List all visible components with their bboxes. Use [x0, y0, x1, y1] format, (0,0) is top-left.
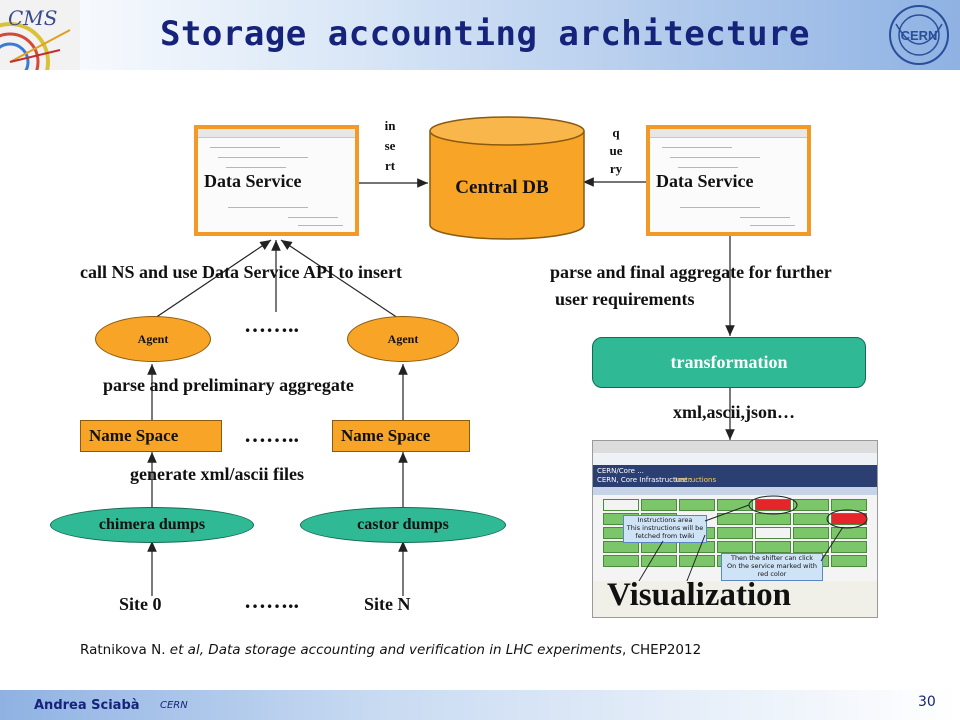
call-ns-label: call NS and use Data Service API to inse… [80, 262, 402, 282]
data-service-left-label: Data Service [204, 171, 302, 191]
vis-callout-instructions: Instructions area This instructions will… [623, 515, 707, 543]
agent-right: Agent [347, 316, 459, 362]
citation: Ratnikova N. et al, Data storage account… [80, 642, 701, 658]
chimera-dumps: chimera dumps [50, 507, 254, 543]
transformation-box: transformation [592, 337, 866, 388]
citation-authors: Ratnikova N. [80, 642, 170, 658]
visualization-label: Visualization [607, 577, 791, 613]
parse-final-label-1: parse and final aggregate for further [550, 262, 832, 282]
citation-title: et al, Data storage accounting and verif… [169, 642, 622, 658]
cern-logo-text: CERN [901, 28, 938, 43]
data-service-left: Data Service [194, 125, 359, 236]
citation-venue: , CHEP2012 [622, 642, 702, 658]
name-space-left: Name Space [80, 420, 222, 452]
data-service-right: Data Service [646, 125, 811, 236]
parse-final-label-2: user requirements [555, 289, 695, 309]
header-bar [0, 0, 960, 70]
cms-logo: CMS [0, 0, 80, 70]
data-service-right-label: Data Service [656, 171, 754, 191]
agent-right-arrow [280, 239, 399, 319]
dots-sites: …….. [244, 588, 299, 613]
agent-left-arrow [154, 239, 272, 319]
vis-tab-strip [593, 487, 877, 495]
generate-label: generate xml/ascii files [130, 464, 304, 484]
window-menubar [650, 129, 807, 138]
insert-label: in se rt [384, 118, 396, 173]
formats-label: xml,ascii,json… [673, 402, 796, 422]
footer-bar [0, 690, 960, 720]
cms-logo-text: CMS [8, 6, 58, 30]
dots-namespace: …….. [244, 422, 299, 447]
window-menubar [198, 129, 355, 138]
cern-logo: CERN [889, 5, 949, 65]
footer-affiliation: CERN [160, 700, 188, 711]
dots-agents: …….. [244, 312, 299, 337]
visualization-screenshot: CERN/Core ... CERN, Core Infrastructure … [592, 440, 878, 618]
central-db: Central DB [429, 116, 585, 240]
query-label: q ue ry [609, 125, 623, 176]
agent-left: Agent [95, 316, 211, 362]
page-number: 30 [918, 694, 936, 710]
parse-prelim-label: parse and preliminary aggregate [103, 375, 354, 395]
name-space-right: Name Space [332, 420, 470, 452]
site-n: Site N [364, 594, 411, 614]
footer-author: Andrea Sciabà [34, 698, 140, 713]
vis-text-area [593, 581, 877, 617]
vis-callout-shifter: Then the shifter can click On the servic… [721, 553, 823, 581]
central-db-label: Central DB [455, 177, 549, 198]
vis-callout-lines [632, 495, 868, 592]
vis-banner: CERN/Core ... CERN, Core Infrastructure … [593, 465, 877, 487]
vis-red-cell [755, 499, 791, 511]
page-title: Storage accounting architecture [159, 14, 811, 54]
castor-dumps: castor dumps [300, 507, 506, 543]
site-0: Site 0 [119, 594, 162, 614]
